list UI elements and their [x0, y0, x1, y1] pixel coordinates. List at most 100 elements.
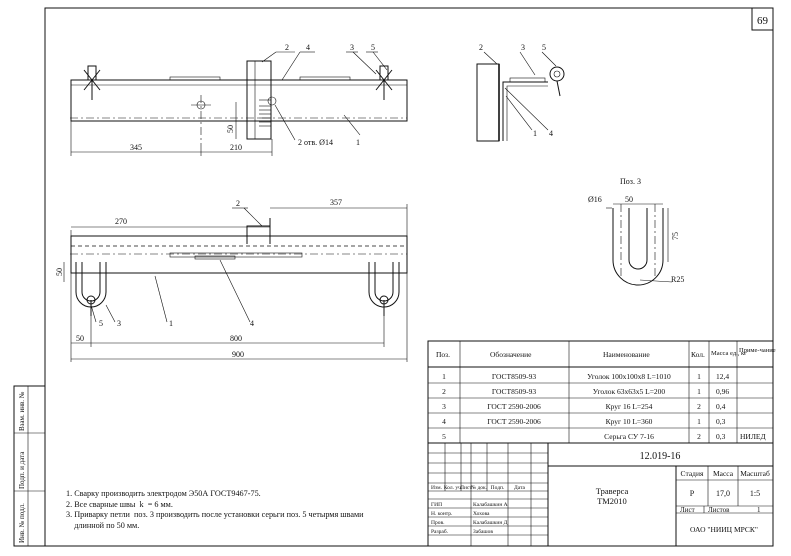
revision-header-cell: Лист — [460, 485, 472, 491]
stage-label: Стадия — [681, 469, 704, 478]
signature-role: ГИП — [431, 502, 442, 508]
front-hole-note: 2 отв. Ø14 — [298, 138, 333, 147]
front-callout-4: 4 — [306, 43, 310, 52]
spec-cell-pos: 2 — [442, 387, 446, 396]
revision-header-cell: Дата — [514, 485, 526, 491]
side-stamp-label-2: Подп. и дата — [18, 451, 26, 489]
front-callout-5: 5 — [371, 43, 375, 52]
spec-cell-name: Круг 16 L=254 — [606, 402, 653, 411]
signature-role: Пров. — [431, 520, 445, 526]
signature-name: Калабашкин А — [473, 501, 508, 508]
spec-cell-pos: 1 — [442, 372, 446, 381]
spec-cell-designation: ГОСТ8509-93 — [492, 387, 536, 396]
front-dim-345: 345 — [130, 143, 142, 152]
front-view: 2 4 3 5 1 2 отв. Ø14 345 210 50 — [70, 43, 408, 156]
sheets-value: 1 — [757, 506, 761, 514]
signature-name: Калабашкин Д — [473, 519, 508, 526]
spec-header-mass: Масса ед., кг — [711, 350, 747, 357]
pos3-dim-d16: Ø16 — [588, 195, 602, 204]
front-callout-3: 3 — [350, 43, 354, 52]
stage-value: Р — [690, 489, 695, 498]
spec-cell-designation: ГОСТ 2590-2006 — [487, 402, 541, 411]
spec-cell-designation: ГОСТ8509-93 — [492, 372, 536, 381]
spec-cell-qty: 1 — [697, 387, 701, 396]
spec-cell-qty: 1 — [697, 372, 701, 381]
front-callout-2: 2 — [285, 43, 289, 52]
spec-cell-pos: 4 — [442, 417, 446, 426]
signature-role: Разраб. — [431, 528, 449, 535]
revision-header-cell: Изм. — [431, 485, 443, 491]
spec-cell-mass: 0,3 — [716, 432, 726, 441]
scale-value: 1:5 — [750, 489, 760, 498]
sheet-label: Лист — [680, 506, 695, 514]
plan-dim-800: 800 — [230, 334, 242, 343]
pos3-dim-75: 75 — [671, 232, 680, 240]
spec-cell-note: НИЛЕД — [740, 432, 766, 441]
spec-header-pos: Поз. — [436, 350, 450, 359]
revision-header-cell: Кол. уч. — [444, 485, 463, 491]
mass-value: 17,0 — [716, 489, 730, 498]
plan-view: 2 5 3 1 4 270 357 50 50 800 900 — [55, 198, 408, 362]
plan-dim-50-v: 50 — [55, 268, 64, 276]
spec-header-designation: Обозначение — [490, 350, 532, 359]
plan-callout-1: 1 — [169, 319, 173, 328]
organization: ОАО "НИИЦ МРСК" — [690, 525, 758, 534]
spec-header-qty: Кол. — [691, 350, 705, 359]
spec-table: Поз. Обозначение Наименование Кол. Масса… — [427, 340, 776, 444]
plan-dim-357: 357 — [330, 198, 342, 207]
spec-cell-mass: 12,4 — [716, 372, 729, 381]
revision-header-cell: Подп. — [491, 485, 505, 491]
note-line: 3. Приварку петли поз. 3 производить пос… — [66, 510, 364, 519]
spec-cell-name: Уголок 63х63х5 L=200 — [593, 387, 666, 396]
spec-cell-mass: 0,96 — [716, 387, 729, 396]
note-line: длинной по 50 мм. — [66, 520, 140, 530]
spec-header-note: Приме-чание — [739, 347, 776, 354]
side-callout-4: 4 — [549, 129, 553, 138]
spec-cell-name: Серьга СУ 7-16 — [604, 432, 654, 441]
plan-callout-5: 5 — [99, 319, 103, 328]
signature-name: Хохова — [473, 511, 490, 517]
sheets-label: Листов — [708, 506, 730, 514]
spec-cell-qty: 2 — [697, 432, 701, 441]
side-callout-2: 2 — [479, 43, 483, 52]
detail-pos3: Поз. 3 Ø16 50 75 R25 — [588, 177, 684, 286]
plan-callout-3: 3 — [117, 319, 121, 328]
title-line-1: Траверса — [596, 486, 629, 496]
front-callout-1: 1 — [356, 138, 360, 147]
plan-dim-900: 900 — [232, 350, 244, 359]
front-dim-210: 210 — [230, 143, 242, 152]
general-notes: 1. Сварку производить электродом Э50А ГО… — [66, 489, 396, 531]
pos3-title: Поз. 3 — [620, 177, 641, 186]
pos3-dim-r25: R25 — [671, 275, 684, 284]
sheet-number: 69 — [757, 15, 769, 27]
side-callout-3: 3 — [521, 43, 525, 52]
spec-cell-pos: 3 — [442, 402, 446, 411]
title-line-2: ТМ2010 — [597, 496, 627, 506]
revision-header-cell: № док. — [471, 485, 488, 491]
spec-cell-name: Круг 10 L=360 — [606, 417, 653, 426]
plan-callout-2: 2 — [236, 199, 240, 208]
note-line: 2. Все сварные швы k = 6 мм. — [66, 499, 173, 509]
plan-dim-270: 270 — [115, 217, 127, 226]
spec-cell-name: Уголок 100х100х8 L=1010 — [587, 372, 671, 381]
pos3-dim-50: 50 — [625, 195, 633, 204]
side-stamp: Взам. инв. № Подп. и дата Инв. № подл. — [13, 385, 46, 547]
side-stamp-label-3: Инв. № подл. — [18, 503, 26, 543]
spec-cell-qty: 1 — [697, 417, 701, 426]
title-block — [427, 442, 774, 547]
doc-code: 12.019-16 — [640, 451, 681, 462]
scale-label: Масштаб — [740, 469, 770, 478]
plan-dim-50-h: 50 — [76, 334, 84, 343]
signature-name: Забашов — [473, 528, 493, 535]
spec-cell-mass: 0,4 — [716, 402, 726, 411]
spec-cell-mass: 0,3 — [716, 417, 726, 426]
side-callout-5: 5 — [542, 43, 546, 52]
spec-header-name: Наименование — [603, 350, 650, 359]
signature-role: Н. контр. — [431, 511, 453, 517]
side-view: 2 3 5 1 4 — [476, 43, 565, 142]
plan-callout-4: 4 — [250, 319, 254, 328]
